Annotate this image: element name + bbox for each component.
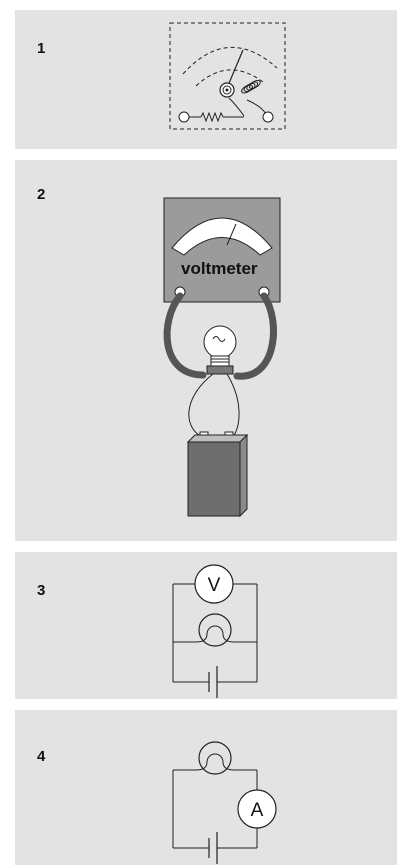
panel-3: 3 V (15, 552, 397, 699)
ammeter-symbol-icon: A (237, 789, 277, 829)
panel-2: 2 voltmeter (15, 160, 397, 541)
panel-number: 2 (37, 186, 46, 203)
lamp-symbol-icon (195, 613, 235, 647)
ammeter-symbol-label: A (251, 800, 264, 821)
ammeter-schematic: A (172, 741, 277, 864)
panel-number: 3 (37, 582, 46, 599)
battery-icon (186, 431, 249, 518)
panel-number: 4 (37, 748, 46, 765)
voltmeter-icon: voltmeter (163, 197, 281, 303)
panel-number: 1 (37, 40, 46, 57)
voltmeter-schematic: V (172, 564, 258, 698)
voltmeter-label: voltmeter (181, 259, 258, 278)
circuit-illustration: voltmeter (163, 197, 281, 518)
light-bulb-icon (203, 325, 237, 375)
lamp-symbol-icon (195, 741, 235, 775)
voltmeter-symbol-icon: V (194, 564, 234, 604)
panel-1: 1 (15, 10, 397, 149)
cell-symbol-icon (208, 832, 218, 864)
galvanometer-mechanism-icon (169, 22, 286, 130)
voltmeter-symbol-label: V (208, 575, 221, 596)
cell-symbol-icon (208, 666, 218, 698)
panel-4: 4 A (15, 710, 397, 865)
